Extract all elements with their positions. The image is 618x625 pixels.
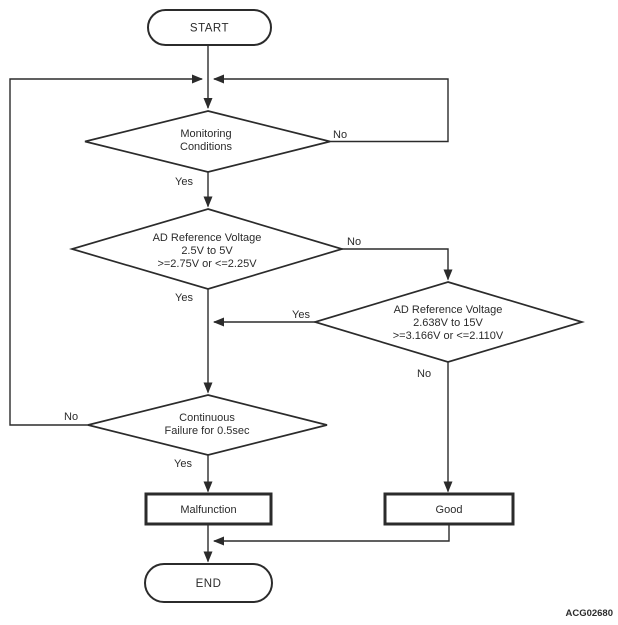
edge-loopback-right-no [213,74,449,143]
monitoring-no-label: No [333,129,347,141]
good-process [383,492,515,526]
ad-reference-voltage-2-decision [312,281,585,363]
ad1-no-label: No [347,236,361,248]
ad-ref-2-line2: 2.638V to 15V [413,317,483,329]
good-label: Good [436,504,463,516]
start-label: START [190,23,229,35]
ad-ref-2-line1: AD Reference Voltage [394,304,503,316]
monitoring-conditions-decision [84,110,331,173]
ad-ref-2-line3: >=3.166V or <=2.110V [393,330,504,342]
malfunction-process [144,492,273,526]
start-terminator [147,9,272,46]
figure-code: ACG02680 [565,608,613,619]
edge-ad1-no [342,248,453,281]
ad2-yes-label: Yes [292,309,310,321]
edge-loopback-left-no [9,74,203,426]
end-terminator [144,563,273,603]
ad-ref-1-line3: >=2.75V or <=2.25V [157,258,257,270]
monitoring-yes-label: Yes [175,176,193,188]
continuous-no-label: No [64,411,78,423]
ad2-no-label: No [417,368,431,380]
ad-ref-1-line2: 2.5V to 5V [181,245,233,257]
end-label: END [196,578,222,590]
monitoring-conditions-line1: Monitoring [180,128,231,140]
ad-ref-1-line1: AD Reference Voltage [153,232,262,244]
ad-reference-voltage-1-decision [68,208,345,290]
continuous-failure-line1: Continuous [179,412,235,424]
edge-good-merge [213,524,450,546]
continuous-failure-decision [87,394,328,456]
continuous-yes-label: Yes [174,458,192,470]
malfunction-label: Malfunction [180,504,236,516]
monitoring-conditions-line2: Conditions [180,141,232,153]
continuous-failure-line2: Failure for 0.5sec [165,425,250,437]
ad1-yes-label: Yes [175,292,193,304]
